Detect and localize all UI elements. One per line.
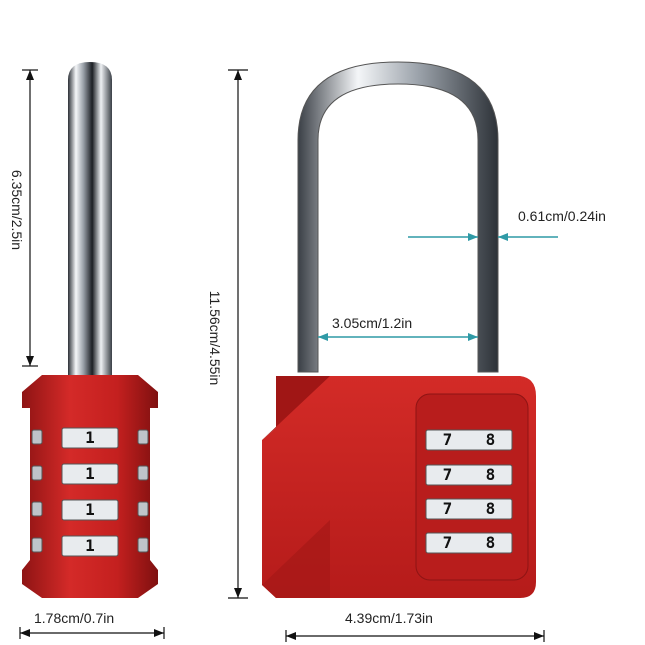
side-dial-4 (61, 535, 119, 557)
body-width-dimension (285, 630, 545, 642)
side-digit-3: 1 (85, 500, 95, 519)
front-dial-2 (425, 464, 513, 486)
side-body-depth-label: 1.78cm/0.7in (34, 610, 115, 626)
side-digit-4: 1 (85, 536, 95, 555)
side-view-lock (19, 62, 165, 639)
side-dial-3 (61, 499, 119, 521)
side-dial-2 (61, 463, 119, 485)
shackle-inner-width-label: 3.05cm/1.2in (332, 315, 413, 331)
body-width-label: 4.39cm/1.73in (345, 610, 433, 626)
front-view-lock (228, 61, 558, 642)
side-digit-2: 1 (85, 464, 95, 483)
front-dial-3 (425, 498, 513, 520)
front-digit-1a: 7 (442, 430, 453, 449)
front-digit-2b: 8 (485, 465, 496, 484)
shackle-thickness-label: 0.61cm/0.24in (518, 208, 606, 224)
side-digit-1: 1 (85, 428, 95, 447)
front-digit-3a: 7 (442, 499, 453, 518)
front-digit-3b: 8 (485, 499, 496, 518)
side-width-dimension (19, 627, 165, 639)
total-height-label: 11.56cm/4.55in (207, 290, 223, 386)
total-height-dimension (228, 69, 248, 599)
front-digit-4b: 8 (485, 533, 496, 552)
front-digit-4a: 7 (442, 533, 453, 552)
front-dial-1 (425, 429, 513, 451)
side-shackle (68, 62, 112, 375)
front-digit-2a: 7 (442, 465, 453, 484)
front-shackle (297, 61, 499, 373)
front-dial-4 (425, 532, 513, 554)
side-body (22, 375, 158, 598)
front-digit-1b: 8 (485, 430, 496, 449)
side-dial-1 (61, 427, 119, 449)
side-shackle-height-label: 6.35cm/2.5in (9, 169, 25, 251)
